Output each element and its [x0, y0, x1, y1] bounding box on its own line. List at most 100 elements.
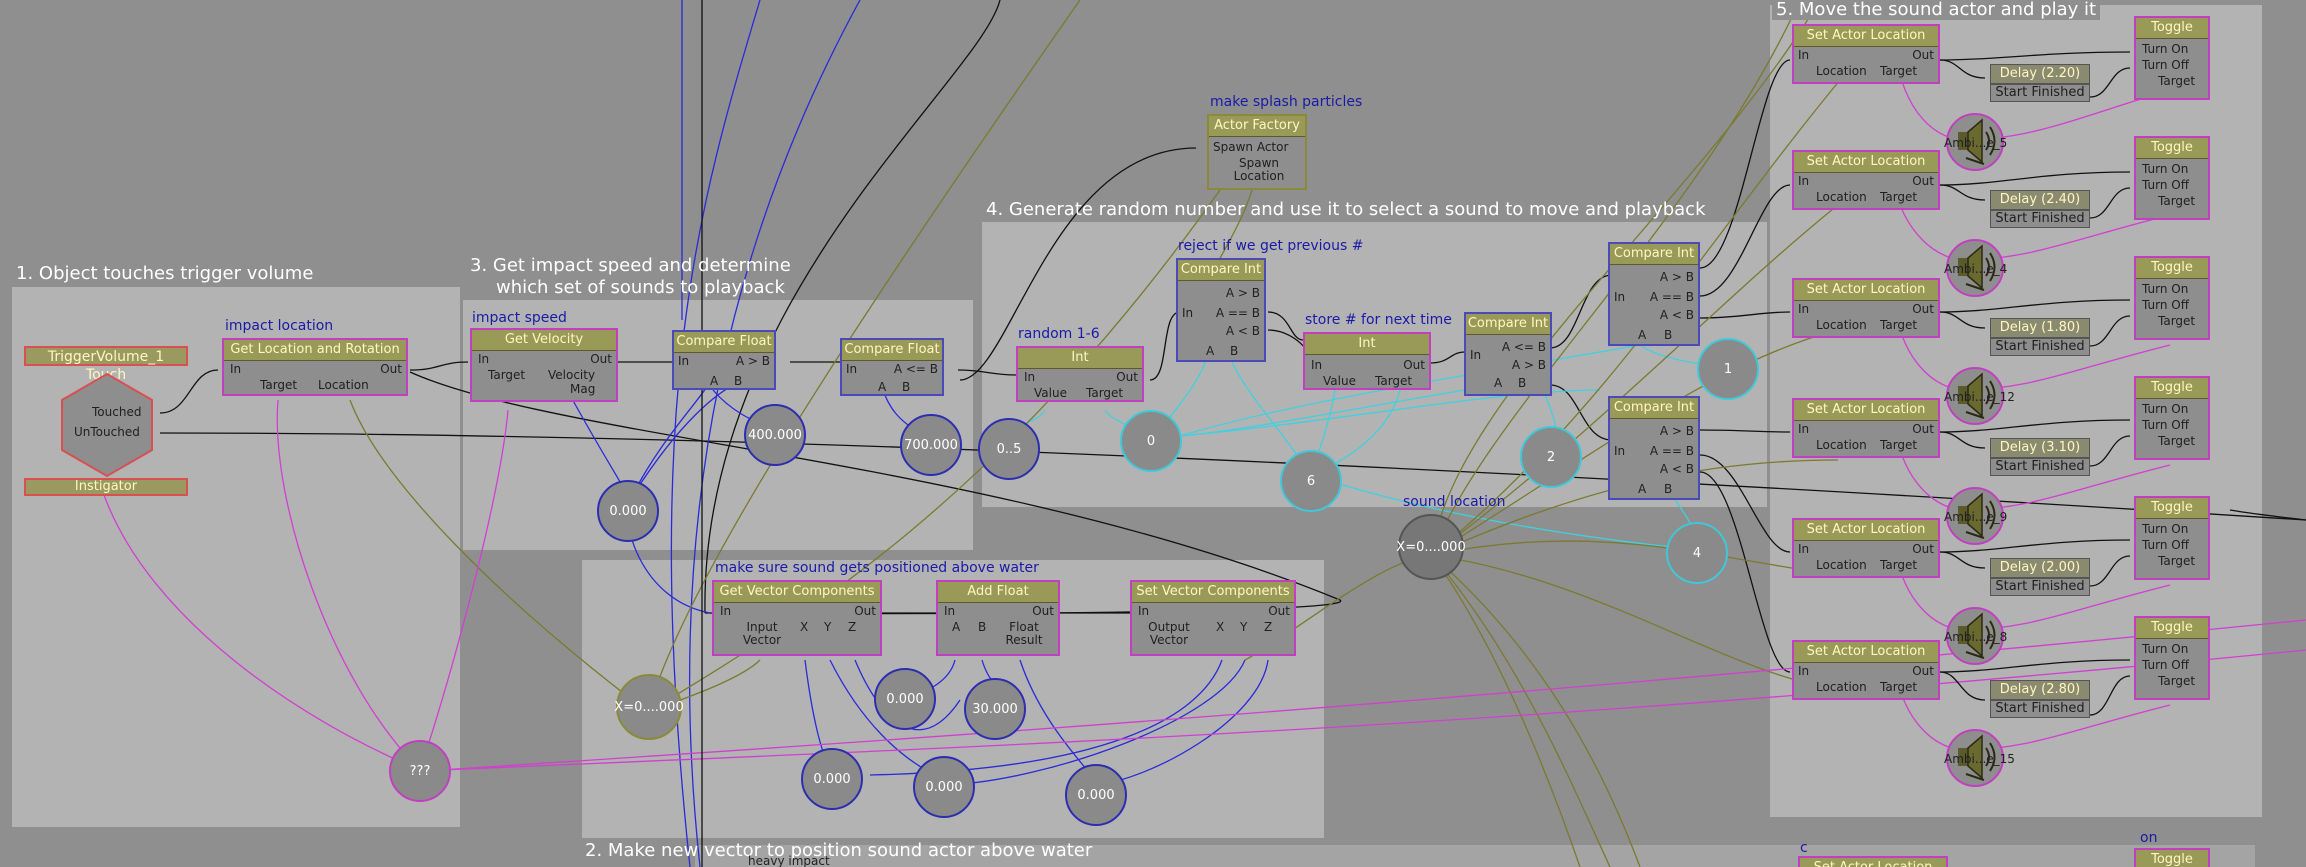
pin-start[interactable]: Start	[1995, 701, 2028, 716]
pin-in[interactable]: In	[478, 352, 490, 366]
pin-a-gt-b[interactable]: A > B	[1225, 286, 1260, 300]
pin-out[interactable]: Out	[1912, 542, 1934, 556]
pin-target[interactable]: Target	[1375, 374, 1413, 388]
pin-target[interactable]: Target	[2158, 554, 2196, 568]
pin-out[interactable]: Out	[1912, 664, 1934, 678]
pin-a-eq-b[interactable]: A == B	[1215, 306, 1260, 320]
pin-location[interactable]: Location	[1816, 680, 1867, 694]
pin-finished[interactable]: Finished	[2031, 579, 2085, 594]
set-actor-location-node[interactable]: Set Actor Location In Out Location Targe…	[1792, 518, 1940, 578]
var-float-x[interactable]: 0.000	[801, 748, 863, 810]
pin-in[interactable]: In	[1470, 348, 1482, 362]
var-vector-impact[interactable]: X=0....000	[614, 674, 684, 740]
pin-finished[interactable]: Finished	[2031, 339, 2085, 354]
pin-x[interactable]: X	[800, 620, 809, 634]
set-actor-location-node[interactable]: Set Actor Location In Out Location Targe…	[1792, 640, 1940, 700]
pin-start[interactable]: Start	[1995, 211, 2028, 226]
pin-z[interactable]: Z	[1264, 620, 1273, 634]
pin-a-lt-b[interactable]: A < B	[1659, 462, 1694, 476]
var-int-six[interactable]: 6	[1280, 450, 1342, 512]
pin-turn-off[interactable]: Turn Off	[2142, 58, 2189, 72]
pin-a[interactable]: A	[1638, 328, 1647, 342]
pin-finished[interactable]: Finished	[2031, 459, 2085, 474]
pin-turn-off[interactable]: Turn Off	[2142, 298, 2189, 312]
get-location-rotation-node[interactable]: Get Location and Rotation In Out Target …	[222, 338, 408, 396]
pin-a-gt-b[interactable]: A > B	[735, 354, 770, 368]
pin-a[interactable]: A	[878, 380, 887, 394]
pin-turn-on[interactable]: Turn On	[2142, 42, 2189, 56]
pin-in[interactable]: In	[944, 604, 956, 618]
compare-float-node-2[interactable]: Compare Float In A <= B A B	[840, 338, 944, 396]
compare-int-reject-node[interactable]: Compare Int A > B In A == B A < B A B	[1176, 258, 1266, 362]
pin-location[interactable]: Location	[1816, 64, 1867, 78]
pin-x[interactable]: X	[1216, 620, 1225, 634]
pin-b[interactable]: B	[978, 620, 987, 634]
pin-turn-off[interactable]: Turn Off	[2142, 418, 2189, 432]
compare-int-top-node[interactable]: Compare Int A > B In A == B A < B A B	[1608, 242, 1700, 346]
delay-node[interactable]: Delay (2.80)	[1990, 680, 2090, 700]
pin-out[interactable]: Out	[1912, 48, 1934, 62]
pin-a[interactable]: A	[710, 374, 719, 388]
pin-in[interactable]: In	[846, 362, 858, 376]
pin-target[interactable]: Target	[2158, 434, 2196, 448]
pin-target[interactable]: Target	[1880, 558, 1918, 572]
pin-a[interactable]: A	[952, 620, 961, 634]
pin-finished[interactable]: Finished	[2031, 701, 2085, 716]
pin-turn-off[interactable]: Turn Off	[2142, 658, 2189, 672]
pin-target[interactable]: Target	[2158, 74, 2196, 88]
pin-value[interactable]: Value	[1323, 374, 1356, 388]
var-float-y[interactable]: 0.000	[913, 756, 975, 818]
pin-y[interactable]: Y	[824, 620, 832, 634]
toggle-node[interactable]: Toggle Turn On Turn Off Target	[2134, 136, 2210, 220]
pin-target[interactable]: Target	[1880, 190, 1918, 204]
pin-b[interactable]: B	[1664, 482, 1673, 496]
var-float-velocity[interactable]: 0.000	[597, 480, 659, 542]
trigger-touch-event[interactable]: TriggerVolume_1 Touch	[24, 346, 188, 383]
delay-node[interactable]: Delay (2.40)	[1990, 190, 2090, 210]
actor-factory-node[interactable]: Actor Factory Spawn Actor Spawn Location	[1207, 114, 1307, 190]
pin-target[interactable]: Target	[1086, 386, 1124, 400]
pin-out[interactable]: Out	[1912, 174, 1934, 188]
var-int-two[interactable]: 2	[1520, 426, 1582, 488]
pin-y[interactable]: Y	[1240, 620, 1248, 634]
var-float-400[interactable]: 400.000	[744, 404, 806, 466]
pin-a-eq-b[interactable]: A == B	[1649, 444, 1694, 458]
pin-finished[interactable]: Finished	[2031, 85, 2085, 100]
pin-location[interactable]: Location	[318, 378, 369, 392]
pin-target[interactable]: Target	[2158, 194, 2196, 208]
pin-a[interactable]: A	[1638, 482, 1647, 496]
var-int-four[interactable]: 4	[1666, 522, 1728, 584]
pin-in[interactable]: In	[1798, 174, 1810, 188]
pin-in[interactable]: In	[1024, 370, 1036, 384]
pin-target[interactable]: Target	[2158, 314, 2196, 328]
set-actor-location-node[interactable]: Set Actor Location In Out Location Targe…	[1792, 24, 1940, 84]
get-velocity-node[interactable]: Get Velocity In Out Target Velocity Mag	[470, 328, 618, 402]
pin-z[interactable]: Z	[848, 620, 857, 634]
toggle-node[interactable]: Toggle Turn On Turn Off Target	[2134, 616, 2210, 700]
pin-spawn-location[interactable]: Spawn Location	[1233, 156, 1285, 183]
pin-turn-off[interactable]: Turn Off	[2142, 538, 2189, 552]
var-float-thirty[interactable]: 30.000	[964, 678, 1026, 740]
pin-in[interactable]: In	[1138, 604, 1150, 618]
pin-target[interactable]: Target	[260, 378, 298, 392]
pin-a[interactable]: A	[1494, 376, 1503, 390]
pin-turn-on[interactable]: Turn On	[2142, 282, 2189, 296]
toggle-node[interactable]: Toggle Turn On Turn Off Target	[2134, 256, 2210, 340]
pin-b[interactable]: B	[902, 380, 911, 394]
pin-in[interactable]: In	[1798, 664, 1810, 678]
pin-target[interactable]: Target	[1880, 680, 1918, 694]
partial-set-actor-location[interactable]: Set Actor Location	[1798, 856, 1948, 867]
pin-turn-on[interactable]: Turn On	[2142, 162, 2189, 176]
get-vector-components-node[interactable]: Get Vector Components In Out Input Vecto…	[712, 580, 882, 656]
pin-output-vector[interactable]: Output Vector	[1148, 620, 1190, 647]
pin-a-lt-b[interactable]: A < B	[1225, 324, 1260, 338]
pin-target[interactable]: Target	[1880, 318, 1918, 332]
pin-in[interactable]: In	[1614, 290, 1626, 304]
delay-node[interactable]: Delay (3.10)	[1990, 438, 2090, 458]
pin-out[interactable]: Out	[1032, 604, 1054, 618]
pin-spawn-actor[interactable]: Spawn Actor	[1213, 140, 1289, 154]
store-int-node[interactable]: Int In Out Value Target	[1303, 332, 1431, 390]
pin-out[interactable]: Out	[1403, 358, 1425, 372]
speaker-icon[interactable]	[1944, 606, 2006, 666]
